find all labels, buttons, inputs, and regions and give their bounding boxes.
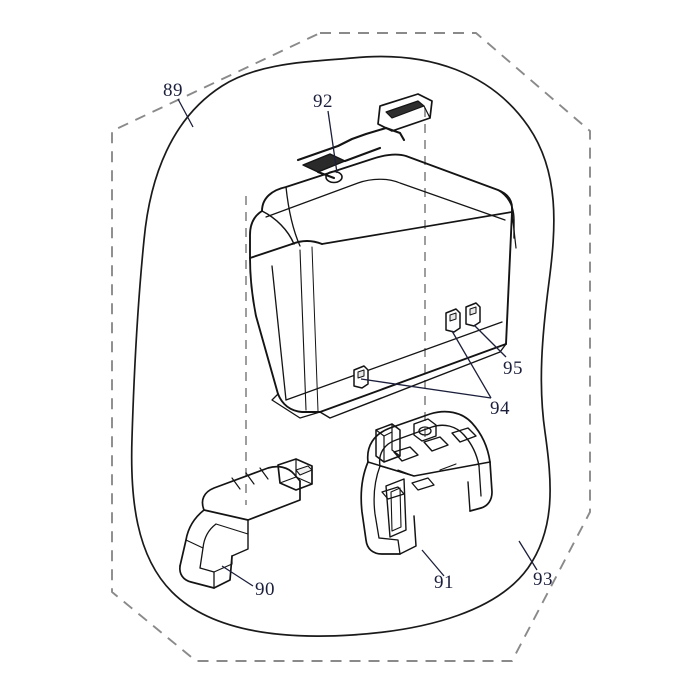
retention-tabs [353,302,481,389]
label-94: 94 [490,398,510,419]
main-housing [249,153,517,419]
leader-91 [421,549,445,577]
leader-89 [177,98,194,128]
leader-94 [360,330,492,399]
dashed-envelope-boundary [111,32,591,662]
leader-90 [221,565,254,587]
saddle-bracket [360,410,493,555]
label-92: 92 [313,91,333,112]
leader-93 [518,540,538,571]
leader-95 [473,324,507,358]
leader-92 [327,110,338,174]
label-89: 89 [163,80,183,101]
label-95: 95 [503,358,523,379]
solid-blob-outline [130,55,555,637]
label-93: 93 [533,569,553,590]
label-91: 91 [434,572,454,593]
left-clip-bracket [179,458,313,589]
label-90: 90 [255,579,275,600]
